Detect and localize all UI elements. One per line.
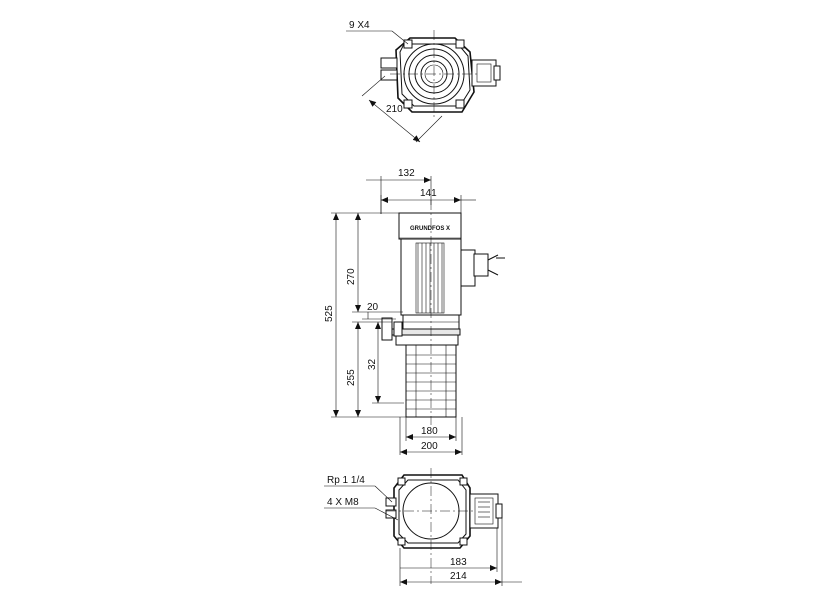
top-view: 9 X4 210 (346, 20, 501, 143)
dim-20: 20 (367, 302, 379, 313)
dim-525: 525 (324, 305, 335, 322)
bottom-view: Rp 1 1/4 4 X M8 183 214 (324, 468, 522, 586)
brand-logo: GRUNDFOS X (410, 226, 450, 232)
dim-180: 180 (421, 426, 438, 437)
dim-270: 270 (346, 268, 357, 285)
dim-132: 132 (398, 168, 415, 179)
dim-200: 200 (421, 441, 438, 452)
dim-255: 255 (346, 369, 357, 386)
bolt-circle-label: 210 (386, 104, 403, 115)
dim-141: 141 (420, 188, 437, 199)
dim-32: 32 (367, 358, 378, 370)
dim-183: 183 (450, 557, 467, 568)
flange-holes-label: 9 X4 (349, 20, 370, 31)
screws-label: 4 X M8 (327, 497, 359, 508)
connection-label: Rp 1 1/4 (327, 475, 365, 486)
dim-214: 214 (450, 571, 467, 582)
side-view: GRUNDFOS X 132 141 525 270 20 255 32 (324, 168, 505, 455)
